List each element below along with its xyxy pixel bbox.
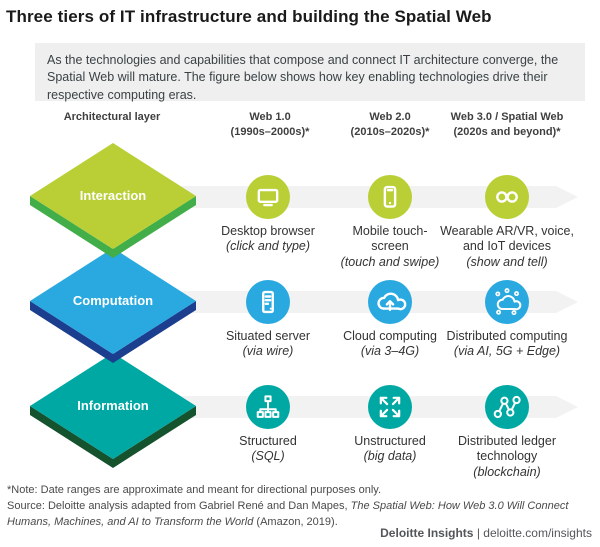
situated-server-icon [246, 280, 290, 324]
cell-sublabel: (click and type) [225, 239, 311, 254]
page-title: Three tiers of IT infrastructure and bui… [6, 7, 492, 26]
cell-label: Distributed computing [446, 329, 568, 343]
cell-label: Structured [239, 434, 297, 448]
mobile-touchscreen-icon [368, 175, 412, 219]
cell-sublabel: (via 3–4G) [360, 344, 420, 359]
intro-text: As the technologies and capabilities tha… [47, 53, 559, 102]
cell-label: Desktop browser [221, 224, 315, 238]
footer-link: | deloitte.com/insights [473, 526, 592, 540]
source-book-title: The Spatial Web: How Web 3.0 Will Connec… [7, 500, 569, 528]
cell-sublabel: (SQL) [251, 449, 285, 464]
cell-label: Situated server [225, 329, 311, 343]
layer-diamond-information [30, 353, 196, 468]
column-header-web3: Web 3.0 / Spatial Web (2020s and beyond)… [450, 111, 564, 138]
column-header-architectural-layer: Architectural layer [63, 111, 161, 123]
cell-interaction-web1: Desktop browser (click and type) [178, 175, 358, 255]
column-header-web2: Web 2.0 (2010s–2020s)* [350, 111, 430, 138]
source-suffix: (Amazon, 2019). [253, 515, 338, 528]
cell-information-web1: Structured (SQL) [178, 385, 358, 465]
cell-label: Unstructured [354, 434, 426, 448]
column-header-web1: Web 1.0 (1990s–2000s)* [230, 111, 310, 138]
cell-information-web3: Distributed ledger technology (blockchai… [417, 385, 597, 480]
layer-label-interaction: Interaction [79, 188, 147, 203]
intro-box: As the technologies and capabilities tha… [35, 43, 585, 102]
source-prefix: Source: Deloitte analysis adapted from G… [7, 500, 351, 512]
structured-data-icon [246, 385, 290, 429]
cell-sublabel: (show and tell) [466, 254, 548, 269]
cell-information-web2: Unstructured (big data) [300, 385, 480, 465]
cloud-computing-icon [368, 280, 412, 324]
distributed-ledger-icon [485, 385, 529, 429]
unstructured-data-icon [368, 385, 412, 429]
cell-interaction-web3: Wearable AR/VR, voice, and IoT devices (… [417, 175, 597, 270]
cell-label: Cloud computing [343, 329, 437, 343]
cell-sublabel: (via AI, 5G + Edge) [453, 344, 561, 359]
cell-label: Wearable AR/VR, voice, and IoT devices [440, 224, 574, 254]
footnote: *Note: Date ranges are approximate and m… [7, 484, 382, 496]
desktop-browser-icon [246, 175, 290, 219]
cell-sublabel: (touch and swipe) [340, 254, 440, 269]
deloitte-insights-brand: Deloitte Insights [380, 526, 474, 540]
layer-label-information: Information [77, 398, 149, 413]
cell-sublabel: (big data) [363, 449, 417, 464]
footer-brand-line: Deloitte Insights | deloitte.com/insight… [192, 526, 592, 540]
source-line: Source: Deloitte analysis adapted from G… [7, 499, 579, 531]
cell-computation-web3: Distributed computing (via AI, 5G + Edge… [417, 280, 597, 360]
layer-label-computation: Computation [72, 293, 154, 308]
cell-computation-web2: Cloud computing (via 3–4G) [300, 280, 480, 360]
layer-diamond-computation [30, 248, 196, 363]
cell-sublabel: (blockchain) [473, 464, 541, 479]
cell-interaction-web2: Mobile touch- screen (touch and swipe) [300, 175, 480, 270]
wearable-glasses-icon [485, 175, 529, 219]
cell-label: Distributed ledger technology [458, 434, 556, 464]
layer-diamond-interaction [30, 143, 196, 258]
cell-sublabel: (via wire) [242, 344, 294, 359]
cell-computation-web1: Situated server (via wire) [178, 280, 358, 360]
distributed-computing-icon [485, 280, 529, 324]
cell-label: Mobile touch- screen [352, 224, 428, 254]
